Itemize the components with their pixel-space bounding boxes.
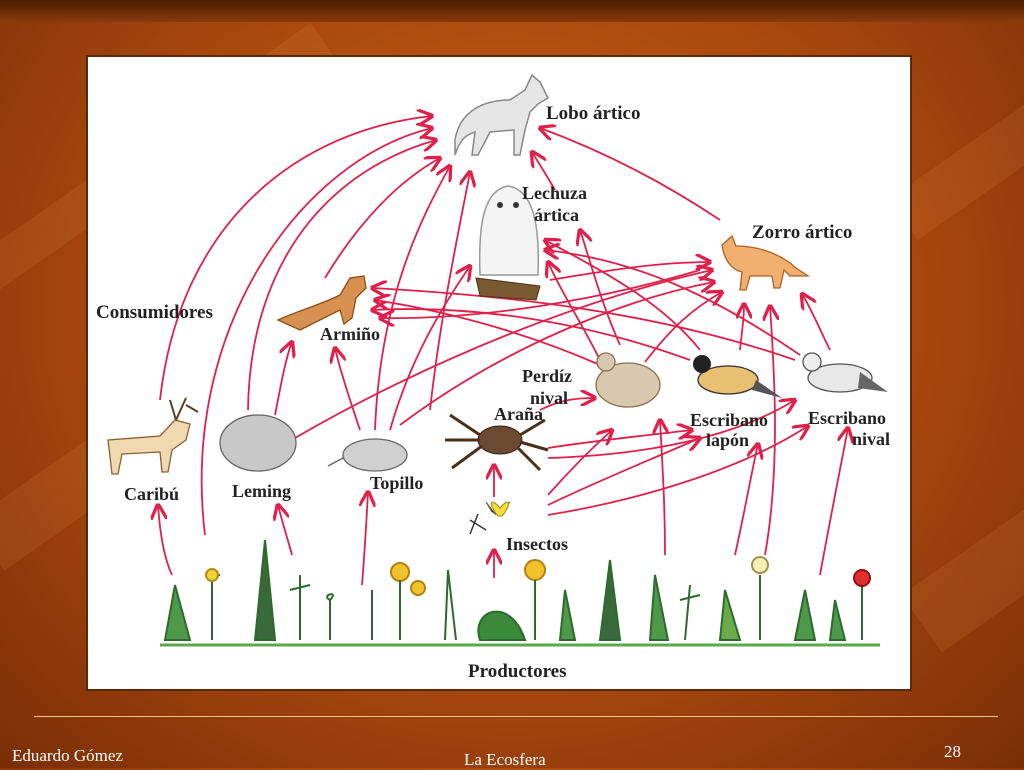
arrow-topillo-zorro bbox=[399, 282, 714, 426]
productores-label: Productores bbox=[468, 661, 567, 682]
arrow-insect-lechuza bbox=[580, 230, 621, 346]
perdiz-label-line1: Perdíz bbox=[522, 366, 572, 386]
arrow-plants-caribu bbox=[158, 505, 173, 576]
arrow-perdiz-armino bbox=[375, 300, 601, 366]
insects-icon bbox=[469, 501, 511, 535]
lechuza-label-line1: Lechuza bbox=[522, 183, 587, 203]
arrow-perdiz-lobo bbox=[429, 172, 470, 411]
arrow-zorro-lobo bbox=[540, 128, 721, 221]
caribou-icon bbox=[107, 397, 199, 475]
arrow-perdiz-zorro bbox=[644, 292, 722, 363]
arrow-plants-lobo bbox=[200, 128, 432, 536]
snow-bunting-icon bbox=[802, 352, 888, 393]
footer-author: Eduardo Gómez bbox=[12, 746, 123, 765]
arrow-insect-nival bbox=[547, 426, 808, 516]
escribano-lapon-label-line2: lapón bbox=[706, 430, 749, 450]
consumidores-label: Consumidores bbox=[96, 302, 213, 323]
wolf-icon bbox=[454, 73, 549, 156]
arrow-nival-zorro bbox=[802, 294, 831, 351]
topillo-label: Topillo bbox=[370, 473, 423, 493]
arana-label: Araña bbox=[494, 404, 543, 424]
footer-subject: La Ecosfera bbox=[464, 750, 546, 769]
arrow-plants-topillo bbox=[362, 492, 368, 586]
leming-label: Leming bbox=[232, 481, 291, 501]
arrow-leming-armino bbox=[274, 342, 292, 416]
arrow-lapon-lechuza bbox=[545, 240, 701, 351]
arrow-lechuza-lobo bbox=[532, 152, 556, 191]
arrow-plants-perdiz bbox=[660, 420, 665, 556]
arrow-lapon-armino bbox=[372, 309, 691, 361]
arrow-plants-leming bbox=[278, 505, 293, 556]
lobo-label: Lobo ártico bbox=[546, 103, 640, 124]
arrow-arana-nival bbox=[547, 400, 795, 459]
top-bar bbox=[0, 0, 1024, 22]
slide-number: 28 bbox=[944, 742, 961, 761]
arrow-topillo-armino bbox=[335, 348, 361, 431]
arrow-topillo-lobo bbox=[374, 166, 450, 431]
plants-row bbox=[160, 539, 880, 647]
ptarmigan-icon bbox=[595, 352, 661, 408]
arrow-leming-lobo bbox=[247, 140, 436, 411]
arrow-arana-lapon bbox=[547, 430, 692, 449]
lemming-icon bbox=[219, 414, 297, 472]
arrow-plants-lapon bbox=[734, 444, 758, 556]
arrow-arana-perdiz bbox=[539, 398, 595, 411]
arrow-lapon-zorro bbox=[740, 304, 744, 351]
spider-icon bbox=[445, 413, 549, 472]
caribu-label: Caribú bbox=[124, 484, 179, 504]
escribano-nival-label-line2: nival bbox=[852, 429, 890, 449]
owl-icon bbox=[475, 185, 541, 301]
lapland-bunting-icon bbox=[693, 355, 782, 398]
armino-label: Armiño bbox=[320, 324, 380, 344]
arrow-lechuza-zorro bbox=[549, 262, 710, 281]
food-arrows bbox=[158, 116, 848, 586]
arrow-armino-lobo bbox=[324, 158, 440, 279]
arrow-insect-lapon bbox=[547, 438, 700, 506]
arrow-caribu-lobo bbox=[159, 116, 432, 401]
vole-icon bbox=[327, 438, 408, 472]
arrow-nival-lechuza bbox=[545, 250, 801, 356]
stoat-icon bbox=[276, 275, 367, 331]
footer-divider bbox=[34, 716, 998, 717]
arrow-leming-zorro bbox=[294, 270, 712, 439]
arrow-insect-perdiz bbox=[547, 430, 612, 496]
zorro-label: Zorro ártico bbox=[752, 222, 852, 243]
arrow-plants-zorro bbox=[765, 306, 775, 556]
lechuza-label-line2: ártica bbox=[534, 205, 579, 225]
fox-icon bbox=[721, 234, 811, 291]
arrow-zorro-armino bbox=[380, 269, 701, 318]
escribano-nival-label-line1: Escribano bbox=[808, 408, 886, 428]
perdiz-label-line2: nival bbox=[530, 388, 568, 408]
escribano-lapon-label-line1: Escribano bbox=[690, 410, 768, 430]
arrow-topillo-lechuza bbox=[389, 266, 470, 431]
insectos-label: Insectos bbox=[506, 534, 568, 554]
arrow-plants-nival bbox=[819, 428, 848, 576]
